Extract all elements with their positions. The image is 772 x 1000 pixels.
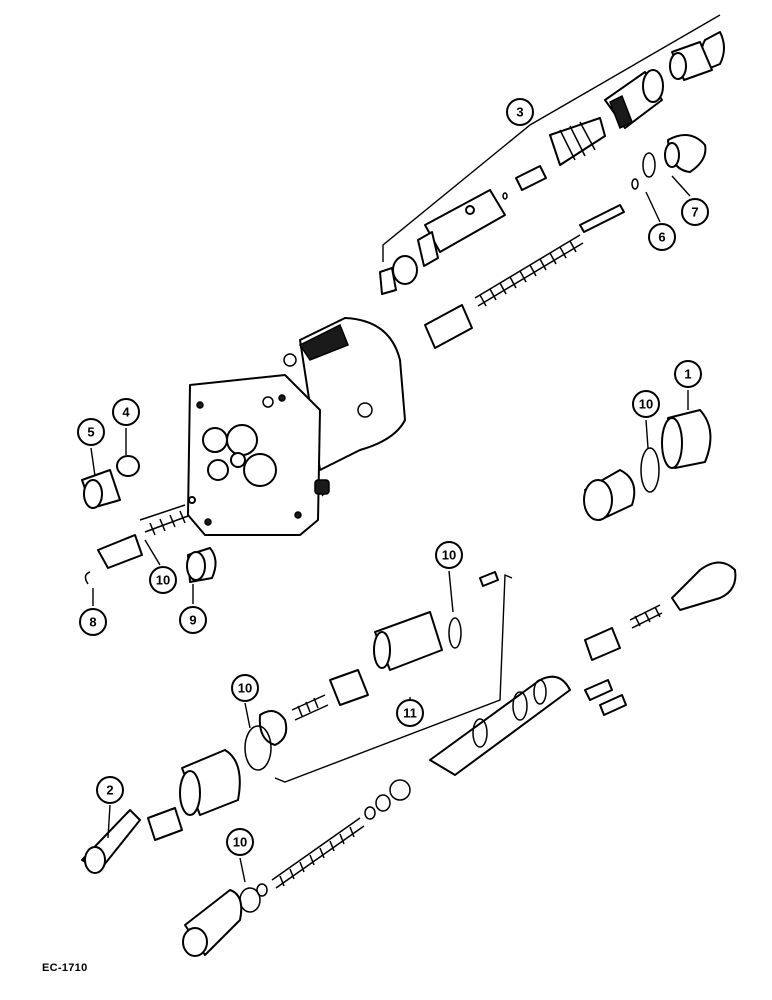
callout-label: 4 [122,405,130,420]
callout-label: 2 [106,783,113,798]
callout-10-right-plug: 10 [632,390,660,449]
callout-label: 3 [516,105,523,120]
valve-body-housing [187,317,406,536]
callout-label: 10 [156,573,170,588]
callout-11: 11 [396,697,424,727]
callout-5: 5 [77,418,105,477]
callout-label: 5 [87,425,94,440]
callout-4: 4 [112,398,140,455]
callout-label: 8 [89,615,96,630]
right-plug-parts [583,409,712,521]
callout-label: 10 [639,397,653,412]
callout-label: 6 [658,230,665,245]
callout-label: 9 [189,613,196,628]
callout-label: 10 [442,548,456,563]
callout-label: 7 [691,205,698,220]
callout-9: 9 [179,584,207,634]
middle-spool-assembly [81,571,513,874]
callout-10-bottom: 10 [226,828,254,883]
callout-10-left-relief: 10 [144,539,177,594]
callout-8: 8 [79,588,107,636]
callout-10-middle-left: 10 [231,674,259,729]
lower-spool-parts [182,561,737,957]
callout-label: 10 [233,835,247,850]
callout-label: 10 [238,681,252,696]
callout-7: 7 [671,175,709,226]
left-relief-valve-parts [81,455,217,585]
callout-1: 1 [674,360,702,410]
callout-label: 11 [403,706,417,721]
callout-10-middle-top: 10 [435,541,463,613]
callout-6: 6 [645,191,676,251]
callout-3: 3 [506,98,534,126]
callout-2: 2 [96,776,124,839]
callout-label: 1 [684,367,691,382]
top-plunger-assembly [379,14,725,349]
document-code: EC-1710 [42,962,88,974]
